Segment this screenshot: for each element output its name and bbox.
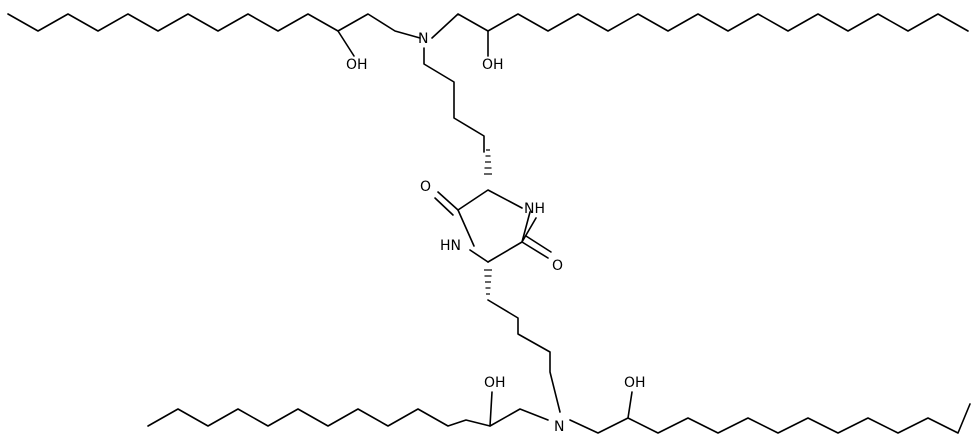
ring-bond-4 xyxy=(469,249,489,263)
left-carbonyl-bond-a xyxy=(437,191,459,211)
bottom-right-oh-bond xyxy=(627,391,633,419)
atom-n-top: N xyxy=(418,31,428,47)
atom-oh-top-right: OH xyxy=(482,57,504,73)
atom-nh-lower: HN xyxy=(440,238,461,254)
atom-o-left: O xyxy=(420,179,431,195)
bottom-stereo-hashed-bond xyxy=(484,269,492,295)
right-carbonyl-bond-b xyxy=(525,235,552,253)
atom-oh-bottom-left: OH xyxy=(484,375,506,391)
bottom-left-oh-bond xyxy=(489,391,493,427)
atom-oh-bottom-right: OH xyxy=(624,375,646,391)
piperazinedione-ring-3 xyxy=(457,209,475,247)
top-right-alkyl-chain xyxy=(431,13,969,39)
right-carbonyl-bond-a xyxy=(521,241,549,259)
atom-nh-upper: NH xyxy=(524,201,545,217)
atom-o-right: O xyxy=(552,258,563,274)
top-left-oh-bond xyxy=(337,30,355,57)
atom-oh-top-left: OH xyxy=(346,57,368,73)
bottom-right-alkyl-chain xyxy=(569,403,971,434)
ring-bond-5 xyxy=(521,211,531,243)
bottom-butyl-linker xyxy=(487,299,561,413)
bottom-left-alkyl-chain xyxy=(147,408,549,427)
top-left-alkyl-chain xyxy=(7,13,421,39)
top-butyl-linker xyxy=(423,47,485,153)
left-carbonyl-bond-b xyxy=(434,197,454,216)
top-stereo-hashed-bond xyxy=(484,149,492,175)
atom-n-bottom: N xyxy=(554,419,564,435)
piperazinedione-ring xyxy=(457,189,523,211)
piperazinedione-ring-2 xyxy=(487,217,537,263)
